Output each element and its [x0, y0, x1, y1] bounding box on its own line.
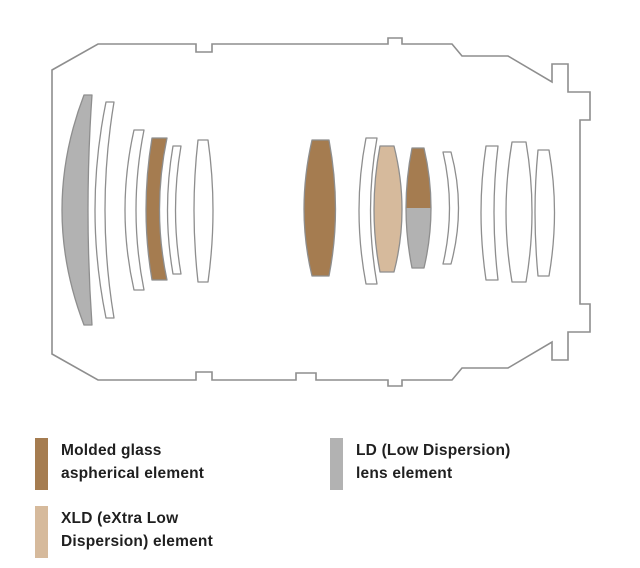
legend-item-ld: LD (Low Dispersion) lens element — [330, 438, 511, 490]
legend-label-line: Molded glass — [61, 442, 162, 459]
lens-element-2 — [94, 101, 115, 319]
legend-label-line: lens element — [356, 465, 453, 483]
lens-element-3 — [124, 129, 145, 291]
lens-element-11 — [442, 151, 460, 265]
lens-element-12 — [480, 145, 499, 281]
legend-label-line: LD (Low Dispersion) — [356, 442, 511, 459]
lens-barrel-outline — [51, 37, 591, 387]
lens-split-element-outline — [405, 147, 432, 269]
lens-aspherical-element-1 — [145, 137, 168, 281]
lens-aspherical-element-2 — [303, 139, 337, 277]
legend-swatch-ld — [330, 438, 343, 490]
lens-element-13 — [505, 141, 533, 283]
legend-label-line: Dispersion) element — [61, 533, 213, 551]
legend-item-xld: XLD (eXtra Low Dispersion) element — [35, 506, 213, 558]
legend-swatch-xld — [35, 506, 48, 558]
lens-element-8 — [358, 137, 378, 285]
lens-element-5 — [166, 145, 182, 275]
lens-ld-front-element — [61, 94, 93, 326]
legend-label-xld: XLD (eXtra Low Dispersion) element — [61, 506, 213, 554]
lens-element-14 — [534, 149, 556, 277]
legend-label-aspherical: Molded glass aspherical element — [61, 438, 204, 486]
legend-label-line: aspherical element — [61, 465, 205, 483]
legend-label-ld: LD (Low Dispersion) lens element — [356, 438, 511, 486]
lens-construction-diagram — [51, 37, 591, 387]
lens-element-6 — [193, 139, 214, 283]
legend-swatch-aspherical — [35, 438, 48, 490]
legend-item-aspherical: Molded glass aspherical element — [35, 438, 204, 490]
legend-label-line: XLD (eXtra Low — [61, 510, 179, 527]
lens-xld-element — [373, 145, 403, 273]
